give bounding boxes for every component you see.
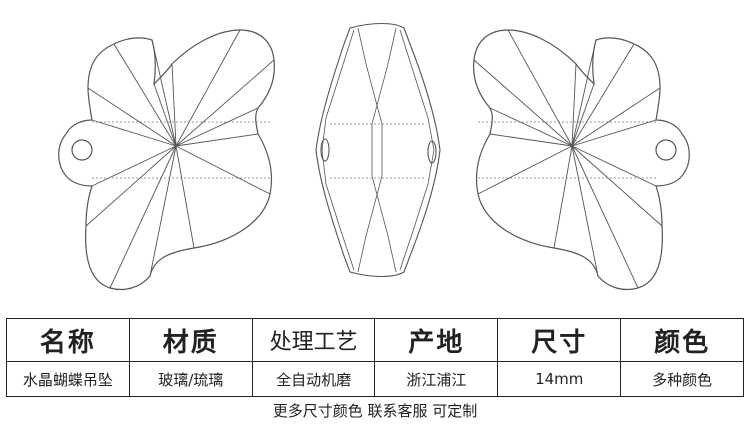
butterfly-bead-drawing — [58, 22, 690, 291]
value-name: 水晶蝴蝶吊坠 — [6, 361, 130, 397]
value-origin: 浙江浦江 — [374, 361, 499, 397]
header-material: 材质 — [128, 318, 253, 362]
value-size: 14mm — [497, 361, 622, 397]
value-color: 多种颜色 — [620, 361, 744, 397]
table-header-row: 名称 材质 处理工艺 产地 尺寸 颜色 — [6, 318, 744, 362]
spec-table: 名称 材质 处理工艺 产地 尺寸 颜色 水晶蝴蝶吊坠 玻璃/琉璃 全自动机磨 浙… — [6, 318, 744, 397]
customization-note: 更多尺寸颜色 联系客服 可定制 — [272, 402, 478, 420]
header-size: 尺寸 — [497, 318, 622, 362]
value-process: 全自动机磨 — [251, 361, 376, 397]
header-origin: 产地 — [374, 318, 499, 362]
butterfly-side-view — [315, 22, 441, 278]
header-color: 颜色 — [620, 318, 744, 362]
value-material: 玻璃/琉璃 — [128, 361, 253, 397]
butterfly-front-view — [58, 29, 275, 291]
header-process: 处理工艺 — [251, 318, 376, 362]
table-row: 水晶蝴蝶吊坠 玻璃/琉璃 全自动机磨 浙江浦江 14mm 多种颜色 — [6, 361, 744, 397]
butterfly-back-view — [473, 29, 690, 291]
header-name: 名称 — [6, 318, 130, 362]
